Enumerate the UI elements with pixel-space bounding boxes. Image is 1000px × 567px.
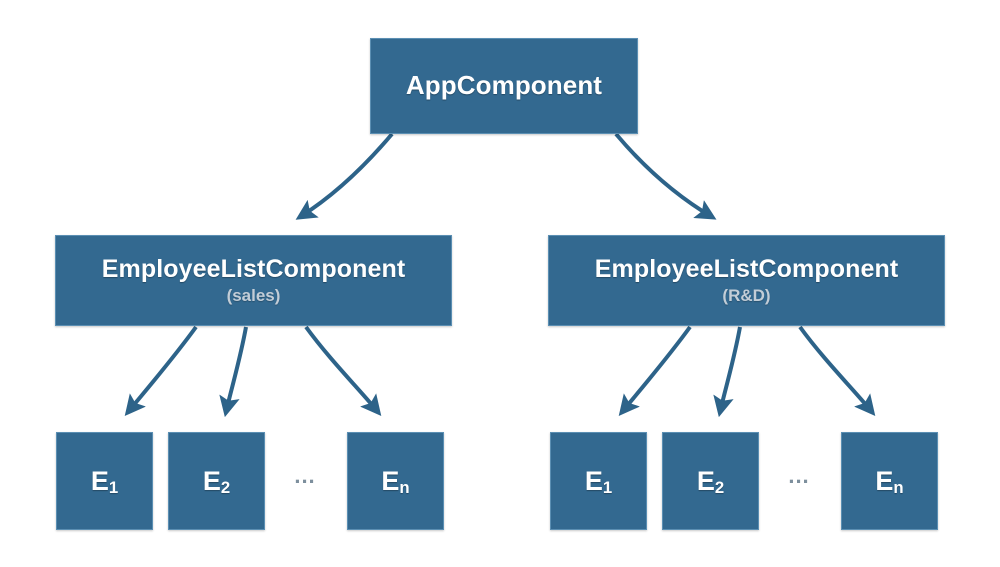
employee-list-rnd-subtitle: (R&D) bbox=[722, 286, 771, 306]
employee-rnd-1-base: E bbox=[584, 465, 603, 496]
arrow-rnd-to-e2 bbox=[713, 326, 742, 418]
employee-sales-n-base: E bbox=[381, 465, 400, 496]
employee-sales-2-subscript: 2 bbox=[220, 477, 231, 497]
employee-sales-2-label: E2 bbox=[203, 466, 230, 497]
node-employee-rnd-1[interactable]: E1 bbox=[550, 432, 647, 530]
employee-rnd-1-label: E1 bbox=[585, 466, 612, 497]
node-employee-rnd-2[interactable]: E2 bbox=[662, 432, 759, 530]
ellipsis-rnd: ... bbox=[788, 463, 810, 488]
employee-list-rnd-title: EmployeeListComponent bbox=[594, 254, 899, 283]
employee-rnd-n-label: En bbox=[875, 466, 903, 497]
node-employee-sales-2[interactable]: E2 bbox=[168, 432, 265, 530]
node-employee-sales-n[interactable]: En bbox=[347, 432, 444, 530]
app-component-title: AppComponent bbox=[405, 70, 603, 101]
employee-rnd-n-base: E bbox=[875, 465, 894, 496]
employee-rnd-1-subscript: 1 bbox=[602, 477, 613, 497]
arrow-app-to-sales bbox=[295, 132, 394, 220]
employee-sales-2-base: E bbox=[202, 465, 221, 496]
employee-sales-1-label: E1 bbox=[91, 466, 118, 497]
employee-sales-n-label: En bbox=[381, 466, 409, 497]
employee-sales-n-subscript: n bbox=[399, 477, 410, 497]
ellipsis-sales: ... bbox=[294, 463, 316, 488]
arrow-sales-to-e2 bbox=[219, 326, 248, 418]
employee-sales-1-subscript: 1 bbox=[108, 477, 119, 497]
arrow-rnd-to-e1 bbox=[618, 325, 692, 417]
arrow-app-to-rnd bbox=[614, 132, 717, 220]
employee-rnd-2-label: E2 bbox=[697, 466, 724, 497]
employee-rnd-2-subscript: 2 bbox=[714, 477, 725, 497]
employee-list-sales-title: EmployeeListComponent bbox=[101, 254, 406, 283]
arrow-sales-to-en bbox=[304, 325, 382, 417]
employee-sales-1-base: E bbox=[90, 465, 109, 496]
arrow-rnd-to-en bbox=[798, 325, 876, 417]
node-employee-rnd-n[interactable]: En bbox=[841, 432, 938, 530]
employee-list-sales-subtitle: (sales) bbox=[226, 286, 281, 306]
employee-rnd-n-subscript: n bbox=[893, 477, 904, 497]
node-employee-sales-1[interactable]: E1 bbox=[56, 432, 153, 530]
node-app-component[interactable]: AppComponent bbox=[370, 38, 638, 134]
arrow-sales-to-e1 bbox=[124, 325, 198, 417]
employee-rnd-2-base: E bbox=[696, 465, 715, 496]
node-employee-list-component-rnd[interactable]: EmployeeListComponent (R&D) bbox=[548, 235, 945, 326]
node-employee-list-component-sales[interactable]: EmployeeListComponent (sales) bbox=[55, 235, 452, 326]
